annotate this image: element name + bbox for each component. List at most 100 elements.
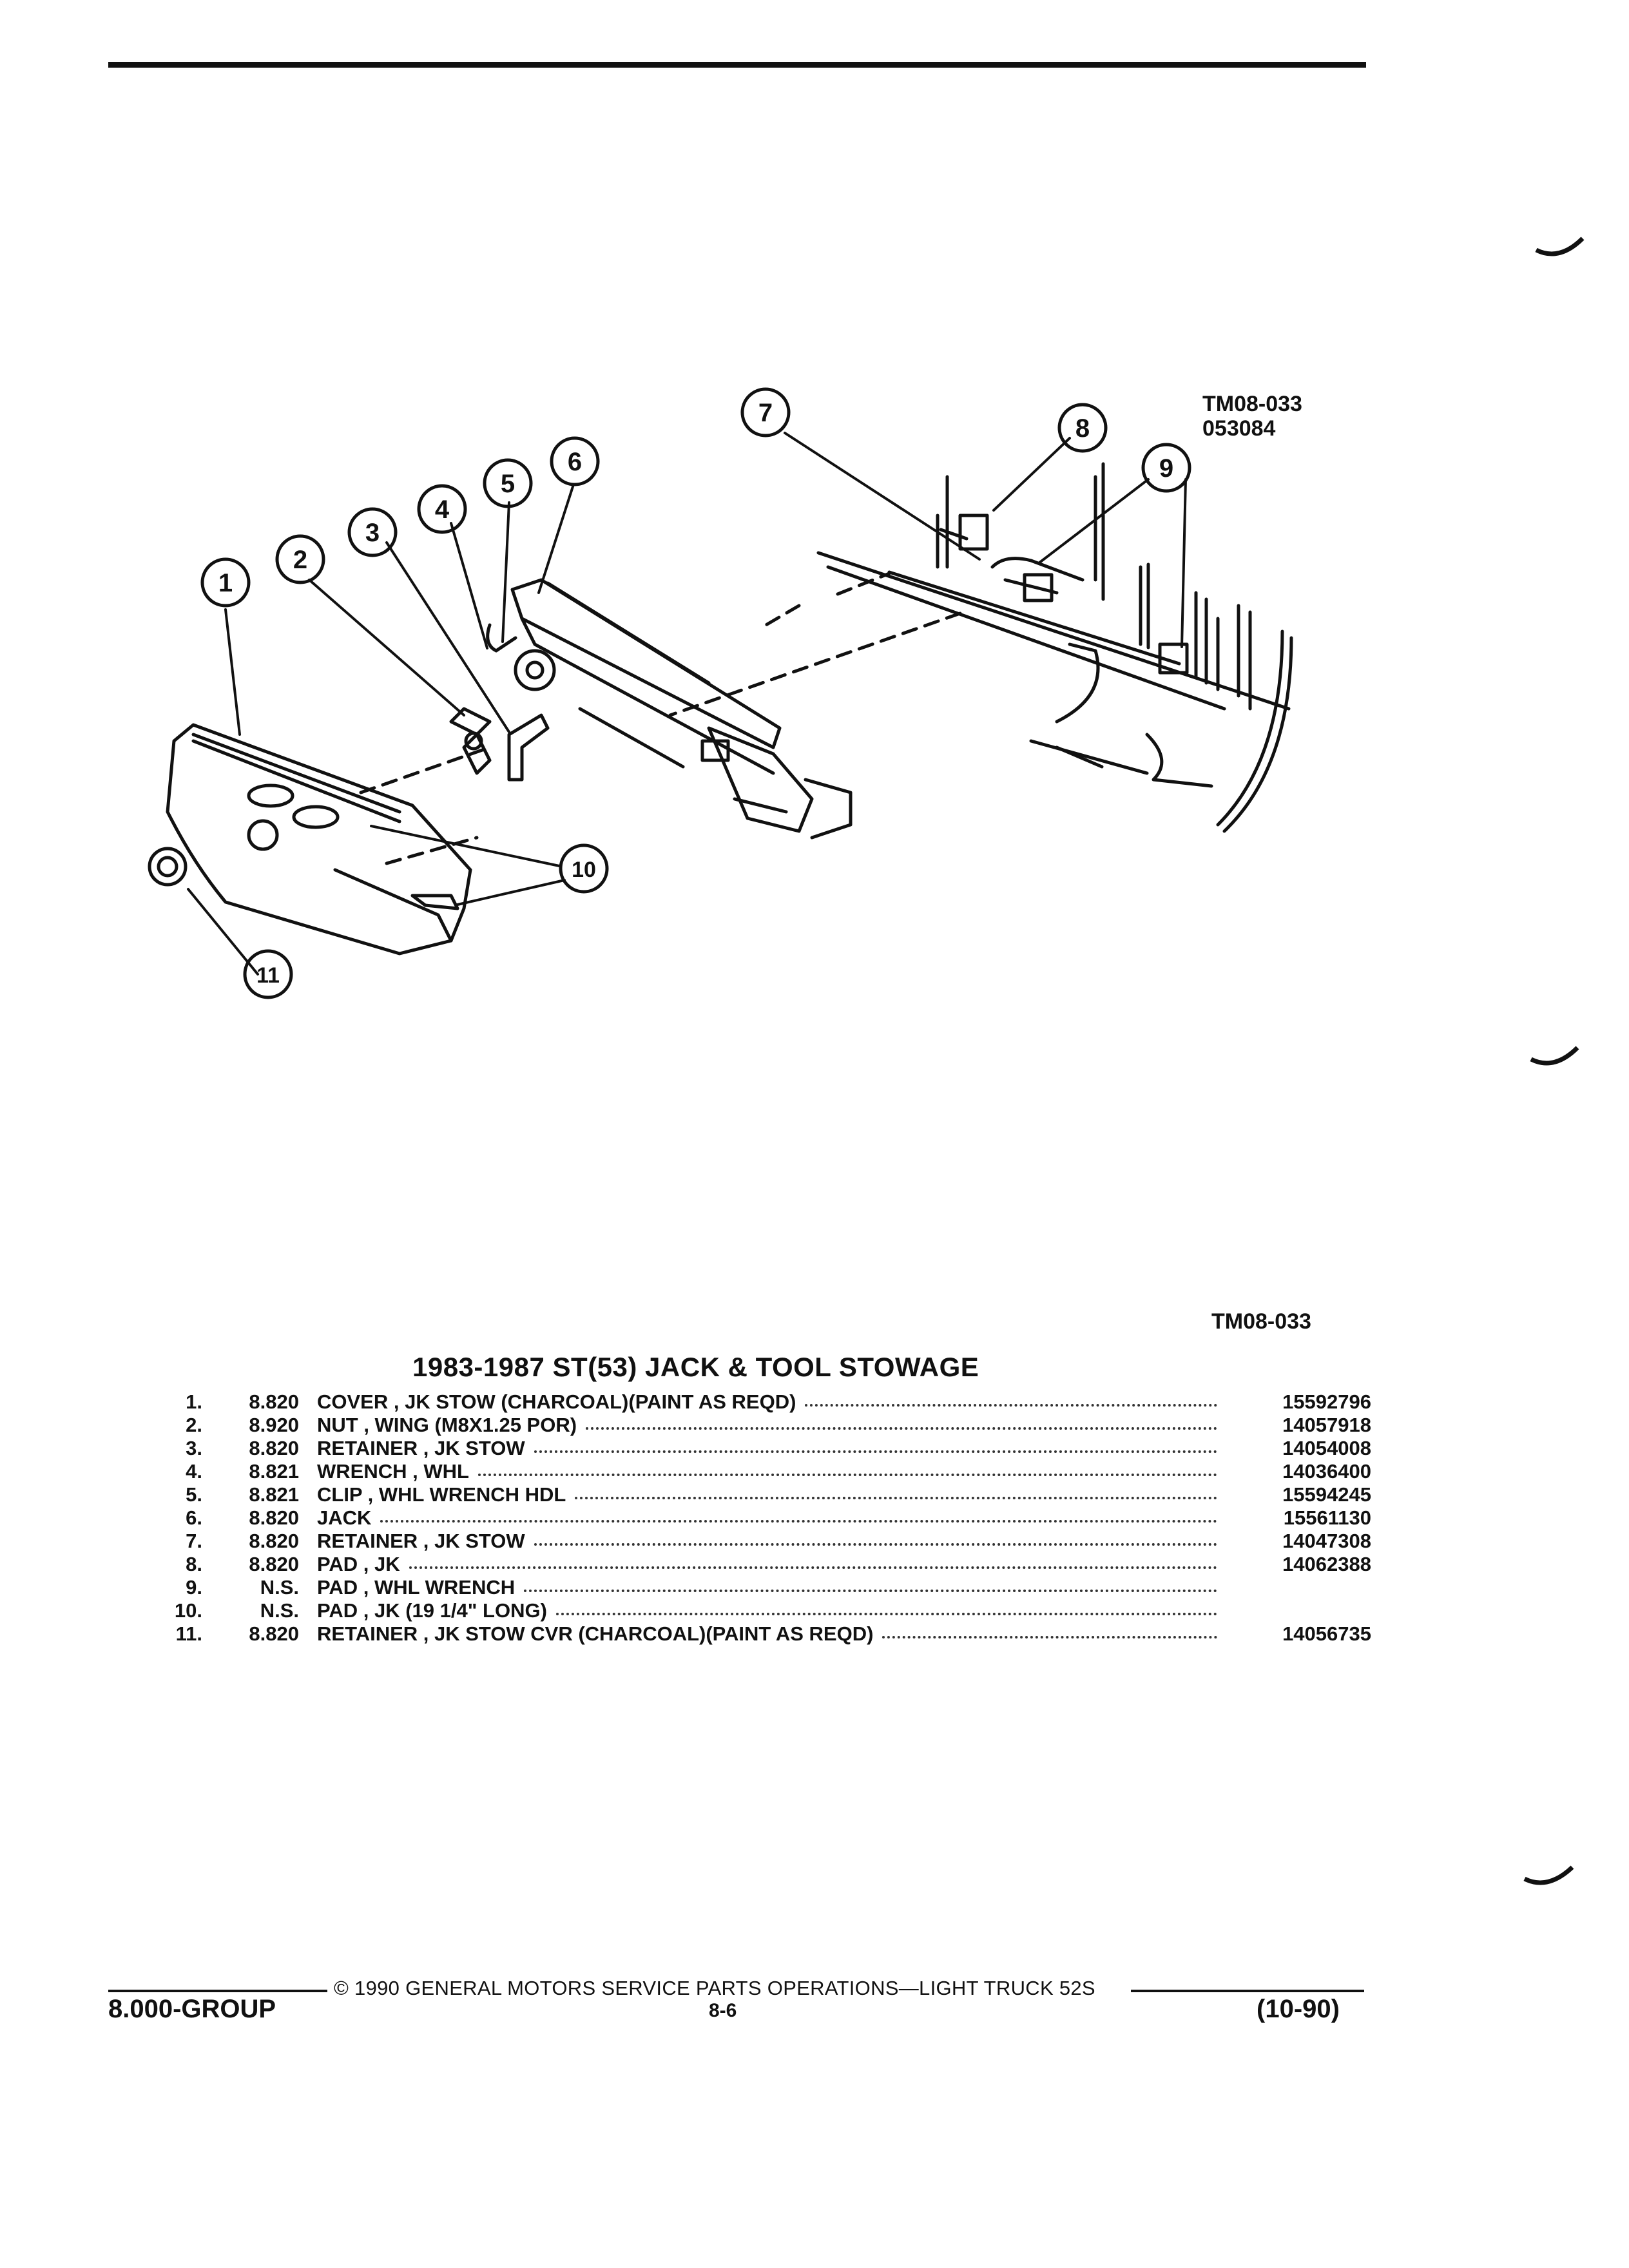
footer-copyright: © 1990 GENERAL MOTORS SERVICE PARTS OPER… (334, 1977, 1095, 1999)
parts-list-row: 3. 8.820 RETAINER , JK STOW 14054008 (160, 1437, 1371, 1460)
part-number: 14057918 (1282, 1414, 1371, 1436)
item-number: 9. (186, 1576, 202, 1599)
callout-label: 1 (218, 569, 233, 597)
item-number: 10. (174, 1599, 202, 1622)
parts-list-row: 10. N.S. PAD , JK (19 1/4" LONG) (160, 1599, 1371, 1622)
parts-list-row: 1. 8.820 COVER , JK STOW (CHARCOAL)(PAINT … (160, 1390, 1371, 1414)
part-description: NUT , WING (M8X1.25 POR) (317, 1414, 577, 1436)
item-number: 4. (186, 1460, 202, 1483)
callout-label: 10 (572, 858, 596, 882)
item-number: 11. (175, 1622, 202, 1645)
part-number: 14062388 (1282, 1553, 1371, 1575)
parts-list-row: 5. 8.821 CLIP , WHL WRENCH HDL 15594245 (160, 1483, 1371, 1506)
part-description: JACK (317, 1506, 372, 1529)
top-rule (108, 62, 1366, 68)
figure-code-bottom: TM08-033 (1211, 1309, 1311, 1334)
parts-list: 1. 8.820 COVER , JK STOW (CHARCOAL)(PAINT … (160, 1390, 1371, 1646)
part-number: 15594245 (1282, 1483, 1371, 1506)
cover-illustration (166, 723, 472, 956)
item-number: 8. (186, 1553, 202, 1575)
group-number: 8.820 (249, 1390, 299, 1413)
group-number: 8.821 (249, 1460, 299, 1483)
callout-labels: 1 2 3 4 5 6 7 8 9 10 11 (218, 399, 1173, 988)
part-description: RETAINER , JK STOW (317, 1530, 525, 1552)
callout-label: 5 (501, 470, 515, 498)
part-description: RETAINER , JK STOW (317, 1437, 525, 1459)
binder-mark (1523, 1865, 1574, 1885)
group-number: 8.820 (249, 1622, 299, 1645)
footer-group: 8.000-GROUP (108, 1995, 276, 2023)
description-cell: PAD , JK (19 1/4" LONG) (317, 1599, 1226, 1622)
part-number: 15592796 (1282, 1390, 1371, 1413)
callout-label: 11 (256, 963, 280, 988)
callout-label: 4 (435, 495, 450, 524)
description-cell: RETAINER , JK STOW (317, 1530, 1226, 1553)
group-number: N.S. (260, 1576, 299, 1599)
description-cell: WRENCH , WHL (317, 1460, 1226, 1483)
part-number: 14047308 (1282, 1530, 1371, 1552)
wrench-clip-nut-illustration (449, 707, 550, 782)
part-number: 14056735 (1282, 1622, 1371, 1645)
parts-list-row: 11. 8.820 RETAINER , JK STOW CVR (CHARCOAL… (160, 1622, 1371, 1646)
parts-list-row: 2. 8.920 NUT , WING (M8X1.25 POR) 14057918 (160, 1414, 1371, 1437)
item-number: 5. (186, 1483, 202, 1506)
description-cell: COVER , JK STOW (CHARCOAL)(PAINT AS REQD… (317, 1390, 1226, 1414)
dot-leader (524, 1590, 1217, 1592)
figure-code-id: TM08-033 (1202, 392, 1302, 416)
leader-lines (187, 432, 1187, 975)
callout-label: 8 (1075, 414, 1090, 443)
exploded-parts-diagram: 1 2 3 4 5 6 7 8 9 10 11 (148, 387, 1293, 999)
retainer-illustration (148, 847, 188, 887)
group-number: 8.821 (249, 1483, 299, 1506)
description-cell: RETAINER , JK STOW (317, 1437, 1226, 1460)
body-floor-illustration (816, 462, 1293, 833)
part-number: 14054008 (1282, 1437, 1371, 1459)
item-number: 2. (186, 1414, 202, 1436)
part-number: 14036400 (1282, 1460, 1371, 1483)
part-description: PAD , JK (19 1/4" LONG) (317, 1599, 547, 1622)
item-number: 1. (186, 1390, 202, 1413)
group-number: 8.820 (249, 1530, 299, 1552)
footer-rule-left (108, 1990, 327, 1992)
item-number: 7. (186, 1530, 202, 1552)
callout-label: 3 (365, 519, 380, 547)
parts-list-title: 1983-1987 ST(53) JACK & TOOL STOWAGE (412, 1352, 979, 1382)
description-cell: CLIP , WHL WRENCH HDL (317, 1483, 1226, 1506)
dot-leader (575, 1497, 1217, 1499)
group-number: 8.820 (249, 1553, 299, 1575)
dot-leader (477, 1474, 1217, 1476)
dot-leader (882, 1636, 1217, 1639)
part-number: 15561130 (1283, 1506, 1371, 1529)
item-number: 3. (186, 1437, 202, 1459)
parts-list-row: 7. 8.820 RETAINER , JK STOW 14047308 (160, 1530, 1371, 1553)
figure-code: TM08-033 053084 (1202, 392, 1302, 441)
footer-rule-right (1131, 1990, 1364, 1992)
callout-label: 9 (1159, 454, 1173, 483)
group-number: N.S. (260, 1599, 299, 1622)
item-number: 6. (186, 1506, 202, 1529)
dot-leader (805, 1404, 1217, 1407)
dot-leader (586, 1427, 1217, 1430)
description-cell: PAD , WHL WRENCH (317, 1576, 1226, 1599)
part-description: RETAINER , JK STOW CVR (CHARCOAL)(PAINT … (317, 1622, 874, 1645)
group-number: 8.920 (249, 1414, 299, 1436)
description-cell: NUT , WING (M8X1.25 POR) (317, 1414, 1226, 1437)
binder-mark (1530, 1046, 1579, 1066)
binder-mark (1535, 236, 1585, 256)
dot-leader (555, 1613, 1217, 1615)
callout-circles (200, 387, 1191, 999)
description-cell: JACK (317, 1506, 1226, 1530)
figure-code-date: 053084 (1202, 416, 1276, 441)
dot-leader (534, 1450, 1217, 1453)
part-description: WRENCH , WHL (317, 1460, 469, 1483)
dot-leader (409, 1566, 1217, 1569)
group-number: 8.820 (249, 1437, 299, 1459)
footer-date: (10-90) (1257, 1995, 1340, 2023)
callout-label: 7 (758, 399, 773, 427)
callout-label: 2 (293, 546, 307, 574)
parts-list-row: 4. 8.821 WRENCH , WHL 14036400 (160, 1460, 1371, 1483)
part-description: PAD , WHL WRENCH (317, 1576, 516, 1599)
hidden-lines (359, 572, 962, 865)
